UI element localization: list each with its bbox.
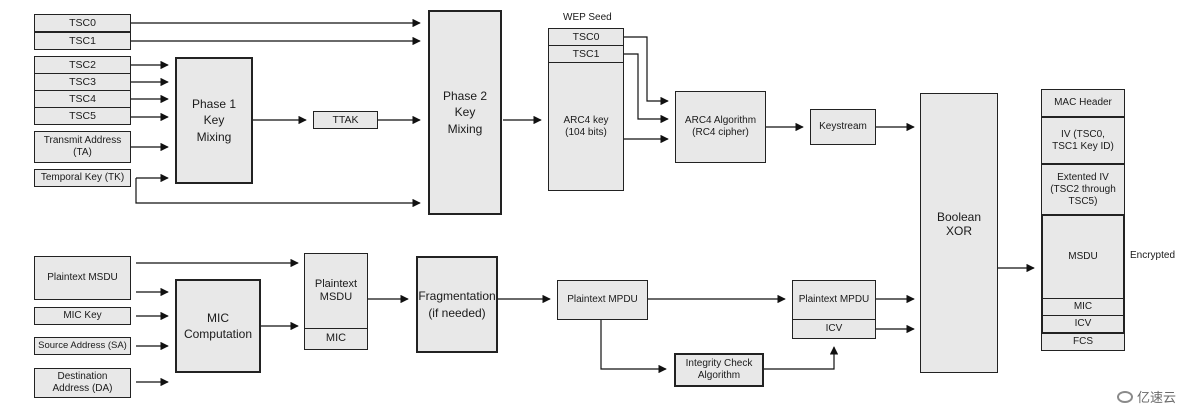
output-fcs: FCS (1041, 333, 1125, 351)
tsc2-input: TSC2 (34, 56, 131, 74)
keystream-box: Keystream (810, 109, 876, 145)
wep-seed-title: WEP Seed (563, 12, 612, 23)
plaintext-mpdu-box: Plaintext MPDU (557, 280, 648, 320)
destination-address-input: Destination Address (DA) (34, 368, 131, 398)
output-mic: MIC (1043, 298, 1123, 316)
mic-key-input: MIC Key (34, 307, 131, 325)
mpdu-with-icv: Plaintext MPDU (792, 280, 876, 320)
tsc3-input: TSC3 (34, 73, 131, 91)
output-mac-header: MAC Header (1041, 89, 1125, 117)
source-address-input: Source Address (SA) (34, 337, 131, 355)
output-msdu: MSDU (1043, 216, 1123, 298)
wep-seed-tsc0: TSC0 (548, 28, 624, 46)
tsc5-input: TSC5 (34, 107, 131, 125)
integrity-check-algorithm: Integrity Check Algorithm (674, 353, 764, 387)
mpdu-icv: ICV (792, 319, 876, 339)
plaintext-msdu-block: Plaintext MSDU (304, 253, 368, 329)
phase1-key-mixing: Phase 1 Key Mixing (175, 57, 253, 184)
plaintext-msdu-input: Plaintext MSDU (34, 256, 131, 300)
tsc1-input: TSC1 (34, 32, 131, 50)
temporal-key-input: Temporal Key (TK) (34, 169, 131, 187)
tsc4-input: TSC4 (34, 90, 131, 108)
boolean-xor: Boolean XOR (920, 93, 998, 373)
watermark: 亿速云 (1116, 387, 1176, 406)
ttak-box: TTAK (313, 111, 378, 129)
encrypted-label: Encrypted (1130, 250, 1176, 261)
watermark-text: 亿速云 (1136, 390, 1176, 405)
transmit-address-input: Transmit Address (TA) (34, 131, 131, 163)
tsc0-input: TSC0 (34, 14, 131, 32)
fragmentation-box: Fragmentation (if needed) (416, 256, 498, 353)
wep-seed-tsc1: TSC1 (548, 45, 624, 63)
output-extended-iv: Extented IV (TSC2 through TSC5) (1041, 164, 1125, 215)
phase2-key-mixing: Phase 2 Key Mixing (428, 10, 502, 215)
arc4-algorithm: ARC4 Algorithm (RC4 cipher) (675, 91, 766, 163)
output-icv: ICV (1043, 316, 1123, 332)
wep-seed-arc4-key: ARC4 key (104 bits) (548, 62, 624, 191)
output-iv: IV (TSC0, TSC1 Key ID) (1041, 117, 1125, 164)
plaintext-msdu-mic: MIC (304, 328, 368, 350)
cloud-logo-icon (1116, 390, 1133, 403)
mic-computation: MIC Computation (175, 279, 261, 373)
